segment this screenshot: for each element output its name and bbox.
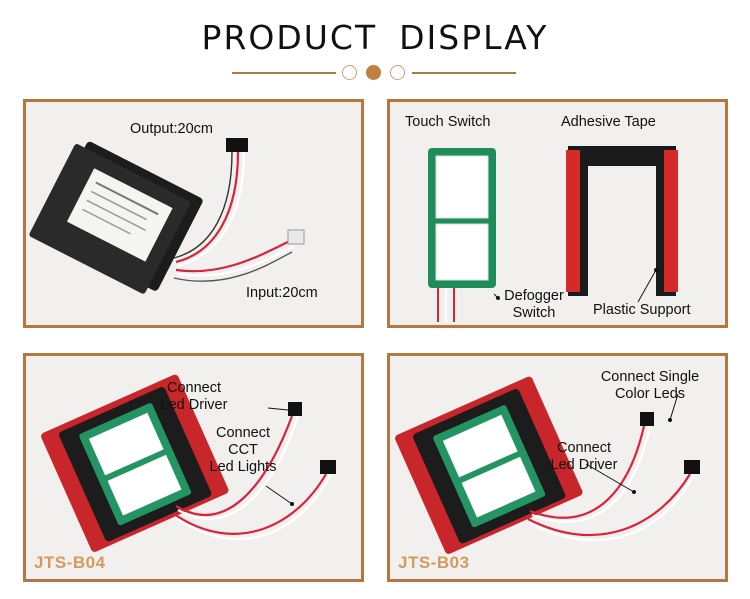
- divider-dot-right: [390, 65, 405, 80]
- b04-connect-driver-line1: Connect: [166, 380, 221, 396]
- b04-cct-connector: [320, 460, 336, 474]
- panel-jts-b03: Connect Single Color Leds Connect Led Dr…: [387, 353, 728, 582]
- divider-dot-center: [366, 65, 381, 80]
- divider-right-line: [412, 72, 516, 74]
- b04-driver-connector: [288, 402, 302, 416]
- b04-connect-cct-line2: CCT: [228, 442, 258, 458]
- support-top-bar: [568, 146, 676, 166]
- plastic-support-label: Plastic Support: [593, 302, 691, 318]
- b04-model-label: JTS-B04: [34, 553, 106, 572]
- b03-connect-single-line1: Connect Single: [600, 369, 700, 385]
- title-word-product: PRODUCT: [201, 18, 378, 57]
- input-connector: [287, 229, 305, 245]
- input-label: Input:20cm: [246, 285, 318, 301]
- b03-driver-connector: [640, 412, 654, 426]
- page-title: PRODUCT DISPLAY: [0, 18, 750, 57]
- defogger-switch-label: Defogger Switch: [496, 288, 572, 322]
- divider-dot-left: [342, 65, 357, 80]
- b03-connect-driver-line2: Led Driver: [550, 457, 618, 473]
- b03-connect-single-label: Connect Single Color Leds: [588, 369, 712, 403]
- title-word-display: DISPLAY: [399, 18, 549, 57]
- b03-connect-driver-line1: Connect: [556, 440, 611, 456]
- b04-connect-cct-label: Connect CCT Led Lights: [202, 425, 284, 476]
- b03-model-label: JTS-B03: [398, 553, 470, 572]
- jts-b04-illustration: [41, 374, 336, 552]
- b04-pad-bottom: [107, 454, 182, 516]
- parts-illustration: [428, 146, 678, 322]
- defogger-line1: Defogger: [504, 288, 564, 304]
- touch-switch-label: Touch Switch: [405, 114, 491, 130]
- panel-led-driver: Output:20cm Input:20cm: [23, 99, 364, 328]
- output-label: Output:20cm: [130, 121, 214, 137]
- adhesive-tape-label: Adhesive Tape: [561, 114, 656, 130]
- b04-pad-top: [88, 412, 164, 476]
- output-connector: [226, 138, 248, 152]
- b03-single-color-connector: [684, 460, 700, 474]
- jts-b03-illustration: [395, 376, 700, 554]
- panel-jts-b04: Connect Led Driver Connect CCT Led Light…: [23, 353, 364, 582]
- panel-parts: Touch Switch Adhesive Tape Defogger Swit…: [387, 99, 728, 328]
- tape-right: [664, 150, 678, 292]
- b03-connect-driver-label: Connect Led Driver: [542, 440, 626, 474]
- b04-connect-cct-line1: Connect: [215, 425, 270, 441]
- b04-connect-driver-line2: Led Driver: [160, 397, 228, 413]
- touch-pad-top: [435, 155, 489, 219]
- defogger-line2: Switch: [512, 305, 556, 321]
- b04-connect-driver-label: Connect Led Driver: [154, 380, 234, 414]
- tape-left: [566, 150, 580, 292]
- b03-pad-top: [442, 414, 518, 478]
- b03-pad-bottom: [461, 456, 536, 518]
- touch-pad-bottom: [435, 223, 489, 281]
- divider-left-line: [232, 72, 336, 74]
- b04-connect-cct-line3: Led Lights: [209, 459, 277, 475]
- b03-connect-single-line2: Color Leds: [614, 386, 686, 402]
- driver-label-sticker: [66, 168, 173, 262]
- led-driver-illustration: [29, 138, 305, 294]
